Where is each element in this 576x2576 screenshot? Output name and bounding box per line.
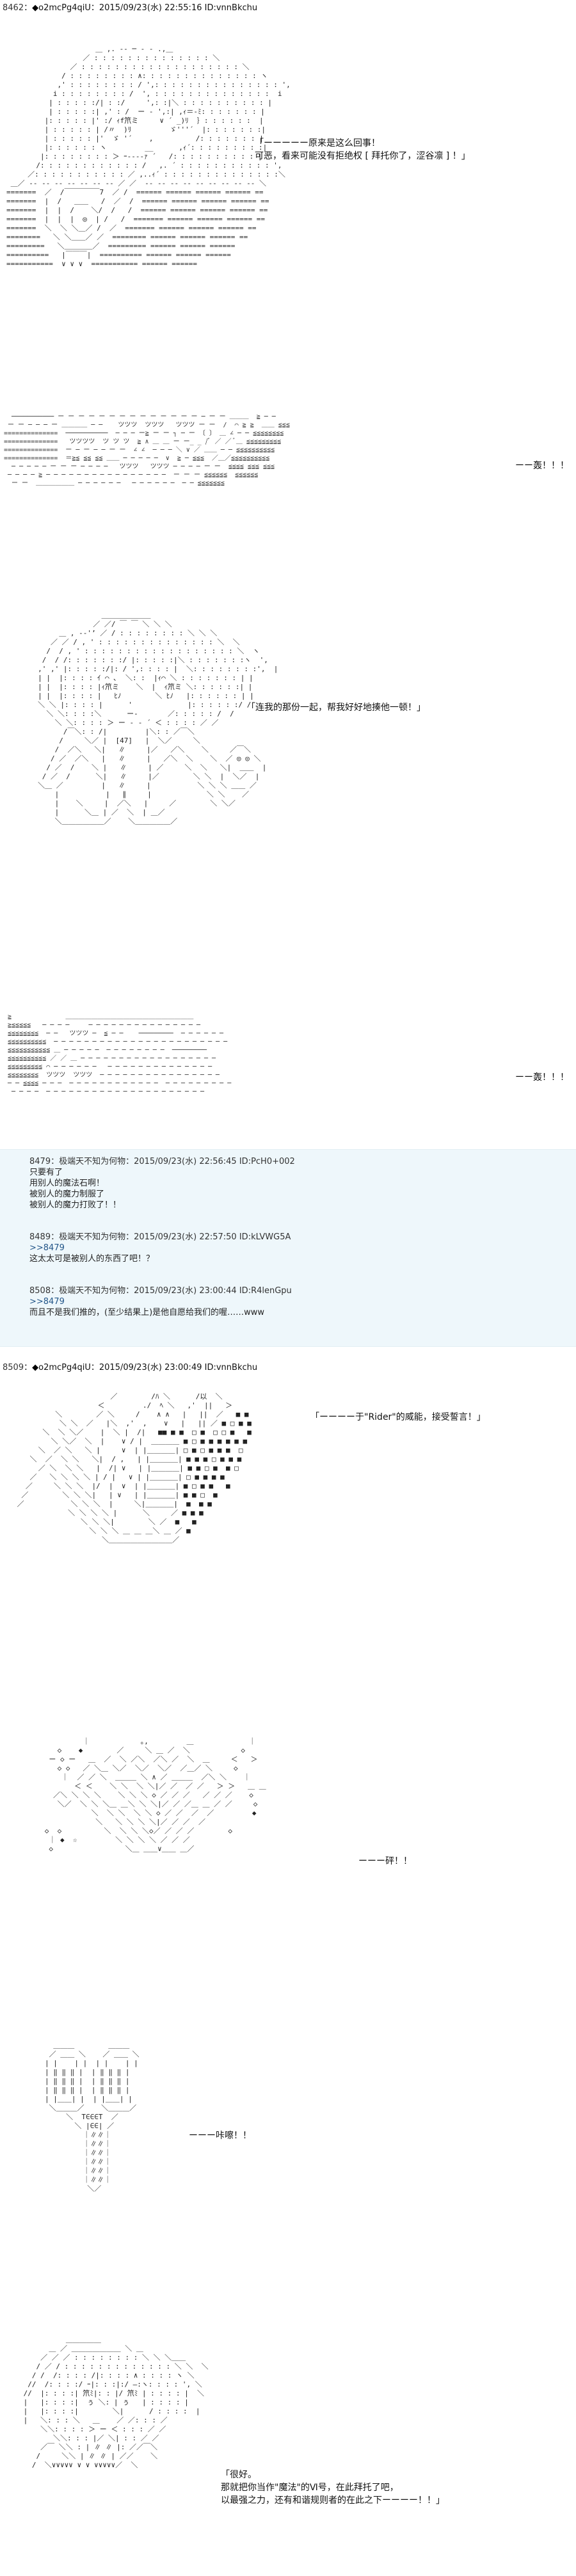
- sound-effect: ーーー咔嚓！！: [189, 2131, 252, 2141]
- trip-marker-icon: ◆: [32, 1363, 39, 1372]
- ascii-art-speed-lines: ─────────── ー ー ー ー ー ー ー ー ー ー ー ー ー ー …: [4, 413, 290, 487]
- comment-line: 被别人的魔力打败了！！: [29, 1200, 122, 1210]
- comment-line: 只要有了: [29, 1168, 63, 1177]
- post-number[interactable]: 8462: [3, 3, 24, 13]
- comment-id[interactable]: ID:PcH0+002: [239, 1157, 295, 1166]
- reply-link[interactable]: >>8479: [29, 1243, 65, 1253]
- ascii-art-magic-circle: ｜ ｡, ＿ ｜ ◇ ◆ ／ ＼ ＿ ／ ＼ ◇ ー ◇ ー ＿ ／ ＼ ／＼ …: [44, 1737, 266, 1853]
- comment-panel: 8479：极端天不知为何物：2015/09/23(水) 22:56:45 ID:…: [0, 1149, 576, 1347]
- speech-line: 「很好。: [221, 2470, 257, 2480]
- comment-number[interactable]: 8508: [29, 1286, 51, 1296]
- speech-line: 「ーーーーー原来是这么回事！: [255, 138, 380, 148]
- speech-line: 可恶，看来可能没有拒绝权 [ 拜托你了，涩谷凛 ] ！」: [255, 151, 470, 161]
- trip-marker-icon: ◆: [32, 3, 39, 13]
- comment-line: 用别人的魔法石啊！: [29, 1179, 105, 1188]
- comment-meta: 8489：极端天不知为何物：2015/09/23(水) 22:57:50 ID:…: [29, 1232, 291, 1243]
- comment-datetime: 2015/09/23(水) 22:56:45: [134, 1157, 237, 1166]
- post-trip: o2mcPg4qiU: [38, 3, 91, 13]
- ascii-art-speed-lines: ≧ ＿＿＿＿＿＿＿＿＿＿＿＿＿＿＿＿＿＿＿＿ ≧≦≦≦≦≦ ─ ─ ─ ─ ─ …: [8, 1014, 232, 1095]
- speech-bubble: 「ーーーーー原来是这么回事！ 可恶，看来可能没有拒绝权 [ 拜托你了，涩谷凛 ]…: [255, 137, 470, 163]
- post-trip: o2mcPg4qiU: [38, 1363, 91, 1372]
- comment: 8508：极端天不知为何物：2015/09/23(水) 23:00:44 ID:…: [29, 1285, 292, 1318]
- reply-link[interactable]: >>8479: [29, 1297, 65, 1307]
- ascii-art-girl-with-weapon: ＿＿＿＿＿＿＿ ／ ／/ ￣ ￣ ＼ ＼ ＼ ＿ , -‐'’ ／ / : : …: [38, 611, 278, 825]
- speech-line: 那就把你当作"魔法"的Ⅵ号，在此拜托了吧，: [221, 2483, 399, 2493]
- post-header: 8462：◆o2mcPg4qiU：2015/09/23(水) 22:55:16 …: [3, 3, 257, 14]
- comment-datetime: 2015/09/23(水) 22:57:50: [134, 1232, 237, 1242]
- post-id[interactable]: ID:vnnBkchu: [204, 3, 258, 13]
- comment-author: ：极端天不知为何物：: [51, 1286, 134, 1296]
- comment-id[interactable]: ID:R4lenGpu: [239, 1286, 292, 1296]
- comment-number[interactable]: 8489: [29, 1232, 51, 1242]
- comment-meta: 8479：极端天不知为何物：2015/09/23(水) 22:56:45 ID:…: [29, 1156, 295, 1167]
- speech-bubble: 「很好。 那就把你当作"魔法"的Ⅵ号，在此拜托了吧， 以最强之力，还有和谐规则者…: [221, 2469, 445, 2507]
- comment-id[interactable]: ID:kLVWG5A: [239, 1232, 291, 1242]
- post-separator: ：: [24, 1363, 33, 1372]
- comment-meta: 8508：极端天不知为何物：2015/09/23(水) 23:00:44 ID:…: [29, 1285, 292, 1296]
- ascii-art-hooded-character: ＿ ,. ‐- ─ - ‐ .,＿ ／ : : : : : : : : : : …: [6, 45, 291, 268]
- post-datetime: ：2015/09/23(水) 22:55:16: [90, 3, 202, 13]
- comment-line: 而且不是我们推的，(至少结果上)是他自愿给我们的喔……www: [29, 1308, 265, 1317]
- comment-author: ：极端天不知为何物：: [51, 1157, 134, 1166]
- speech-bubble: 「连我的那份一起，帮我好好地揍他一顿！」: [246, 703, 426, 713]
- comment: 8479：极端天不知为何物：2015/09/23(水) 22:56:45 ID:…: [29, 1156, 295, 1211]
- sound-effect: ーー轰！！！: [515, 1072, 569, 1083]
- speech-bubble: 「ーーーー于"Rider"的威能，接受誓言！」: [310, 1412, 486, 1422]
- comment-line: 被别人的魔力制服了: [29, 1189, 105, 1199]
- speech-line: 以最强之力，还有和谐规则者的在此之下ーーーー！！」: [221, 2495, 445, 2506]
- sound-effect: ーー轰！！！: [515, 461, 569, 471]
- post-header: 8509：◆o2mcPg4qiU：2015/09/23(水) 23:00:49 …: [3, 1362, 257, 1374]
- ascii-art-key: ＿＿＿ ＿＿＿ ／ ＿＿ ＼ ／ ＿＿ ＼ | | | | | | | | | …: [45, 2041, 140, 2193]
- post-number[interactable]: 8509: [3, 1363, 24, 1372]
- post-datetime: ：2015/09/23(水) 23:00:49: [90, 1363, 202, 1372]
- comment-line: 这太太可是被别人的东西了吧！？: [29, 1254, 155, 1264]
- comment-author: ：极端天不知为何物：: [51, 1232, 134, 1242]
- sound-effect: ーーー砰！！: [358, 1856, 412, 1866]
- comment: 8489：极端天不知为何物：2015/09/23(水) 22:57:50 ID:…: [29, 1232, 291, 1264]
- post-separator: ：: [24, 3, 33, 13]
- post-id[interactable]: ID:vnnBkchu: [204, 1363, 258, 1372]
- ascii-art-final-character: ＿＿＿＿＿ ＿ ／ ＿＿＿＿＿＿＿ ＼ ＿ ／ ／ ／ : : : : : : …: [23, 2335, 209, 2469]
- ascii-art-rider-figure: ／ /ﾊ ＼ /以 ＼ ＜ ./ ﾍ ＼ ,' || ＞ ＼ ／ ＼ / ∧ ∧…: [17, 1392, 252, 1544]
- comment-number[interactable]: 8479: [29, 1157, 51, 1166]
- comment-datetime: 2015/09/23(水) 23:00:44: [134, 1286, 237, 1296]
